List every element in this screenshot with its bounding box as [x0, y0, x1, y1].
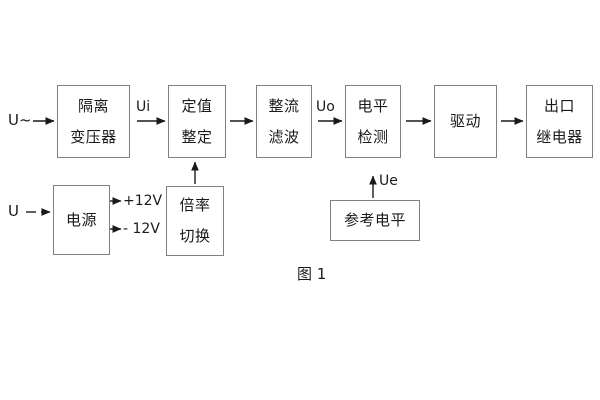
block-line: 倍率 — [179, 196, 211, 214]
block-line: 电平 — [357, 96, 389, 115]
block-multiplier-switch[interactable]: 倍率 切换 — [166, 186, 224, 256]
block-line: 电源 — [65, 210, 97, 229]
block-line: 定值 — [181, 96, 213, 115]
block-setting-value[interactable]: 定值 整定 — [168, 85, 226, 158]
label-signal-uo: Uo — [316, 99, 335, 115]
label-input-ac: U~ — [8, 111, 32, 129]
block-line: 切换 — [179, 227, 211, 245]
block-line: 整流 — [268, 96, 300, 115]
block-line: 出口 — [543, 96, 575, 115]
label-rail-positive: +12V — [123, 193, 163, 209]
label-input-dc: U — [8, 202, 19, 220]
block-line: 整定 — [181, 127, 213, 146]
block-drive[interactable]: 驱动 — [434, 85, 497, 158]
block-rectify-filter[interactable]: 整流 滤波 — [256, 85, 312, 158]
block-line: 继电器 — [536, 127, 583, 146]
block-line: 参考电平 — [343, 211, 406, 229]
block-output-relay[interactable]: 出口 继电器 — [526, 85, 593, 158]
block-reference-level[interactable]: 参考电平 — [330, 200, 420, 241]
figure-caption: 图 1 — [297, 265, 327, 283]
block-level-detection[interactable]: 电平 检测 — [345, 85, 401, 158]
block-line: 滤波 — [268, 127, 300, 146]
label-rail-negative: - 12V — [123, 221, 160, 237]
label-signal-ui: Ui — [136, 99, 151, 115]
block-line: 变压器 — [70, 127, 117, 146]
block-line: 隔离 — [77, 96, 109, 115]
block-power-supply[interactable]: 电源 — [53, 185, 110, 255]
block-line: 驱动 — [449, 112, 481, 130]
block-line: 检测 — [357, 127, 389, 146]
block-isolation-transformer[interactable]: 隔离 变压器 — [57, 85, 130, 158]
label-signal-ue: Ue — [379, 173, 398, 189]
